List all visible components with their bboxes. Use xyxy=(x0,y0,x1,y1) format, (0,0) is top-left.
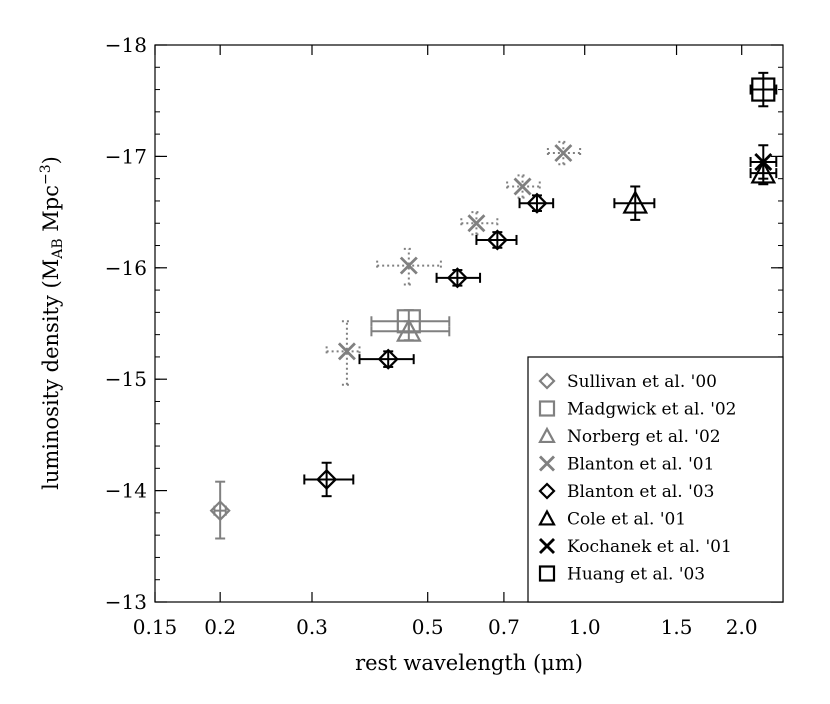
marker-x-b xyxy=(467,214,486,233)
data-point xyxy=(209,480,231,540)
x-tick-label: 0.2 xyxy=(204,615,236,639)
marker-x-b xyxy=(513,177,532,196)
y-tick-label: −14 xyxy=(105,479,147,503)
plot-frame xyxy=(154,44,784,603)
ticks: 0.15 0.2 0.3 0.5 0.7 1.0 1.5 2.0 −13 −14 −15 −16 −17… xyxy=(105,33,783,639)
marker-diamond xyxy=(377,348,399,370)
y-tick-label: −16 xyxy=(105,256,147,280)
marks xyxy=(209,71,778,540)
x-tick-label: 0.3 xyxy=(296,615,328,639)
data-point xyxy=(325,320,361,386)
data-point xyxy=(475,229,518,251)
data-point xyxy=(303,461,355,498)
marker-diamond xyxy=(316,468,338,491)
legend-item: Madgwick et al. '02 xyxy=(538,400,737,420)
y-tick-label: −18 xyxy=(105,33,147,57)
marker-triangle xyxy=(395,317,422,342)
series-2 xyxy=(370,317,451,342)
marker-diamond xyxy=(526,192,548,214)
legend-label: Sullivan et al. '00 xyxy=(567,372,717,392)
legend-item: Blanton et al. '01 xyxy=(539,455,714,475)
legend-label: Madgwick et al. '02 xyxy=(567,400,737,420)
legend-item: Kochanek et al. '01 xyxy=(539,537,732,557)
marker-diamond xyxy=(538,372,556,390)
legend-item: Huang et al. '03 xyxy=(538,565,705,585)
legend-label: Huang et al. '03 xyxy=(567,565,705,585)
legend-label: Blanton et al. '01 xyxy=(567,455,714,475)
legend-label: Blanton et al. '03 xyxy=(567,482,714,502)
marker-square xyxy=(538,565,556,582)
data-point xyxy=(370,317,451,342)
legend-label: Norberg et al. '02 xyxy=(567,427,721,447)
x-tick-label: 0.5 xyxy=(412,615,444,639)
marker-diamond xyxy=(538,482,556,500)
data-point xyxy=(546,140,582,166)
marker-triangle xyxy=(622,189,649,214)
x-tick-label: 2.0 xyxy=(726,615,758,639)
series-3 xyxy=(325,140,582,386)
legend-box xyxy=(527,356,784,603)
data-point xyxy=(460,211,499,236)
legend-item: Norberg et al. '02 xyxy=(538,426,721,447)
data-point xyxy=(376,247,442,286)
marker-square xyxy=(538,400,556,417)
y-tick-label: −17 xyxy=(105,144,147,168)
y-tick-label: −13 xyxy=(105,590,147,614)
data-point xyxy=(506,174,541,199)
legend-item: Blanton et al. '03 xyxy=(538,482,714,502)
series-7 xyxy=(749,71,778,108)
data-point xyxy=(749,144,778,180)
data-point xyxy=(435,267,482,289)
marker-triangle xyxy=(538,509,556,526)
series-0 xyxy=(209,480,231,540)
marker-diamond xyxy=(209,500,231,522)
marker-x-b xyxy=(337,342,356,361)
marker-x-b xyxy=(754,152,773,171)
data-point xyxy=(749,71,778,108)
series-4 xyxy=(303,192,555,498)
legend-item: Cole et al. '01 xyxy=(538,509,686,530)
y-tick-label: −15 xyxy=(105,367,147,391)
marker-triangle xyxy=(750,159,777,184)
marker-x-b xyxy=(539,538,555,554)
legend-item: Sullivan et al. '00 xyxy=(538,372,717,392)
data-point xyxy=(358,348,415,370)
marker-x-b xyxy=(539,455,555,472)
legend-label: Kochanek et al. '01 xyxy=(567,537,732,557)
marker-diamond xyxy=(446,267,468,289)
x-tick-label: 1.5 xyxy=(661,615,693,639)
marker-diamond xyxy=(486,229,508,251)
legend-label: Cole et al. '01 xyxy=(567,510,686,530)
data-point xyxy=(613,185,656,221)
series-5 xyxy=(613,159,778,221)
marker-triangle xyxy=(538,426,556,444)
x-tick-label: 0.15 xyxy=(133,615,178,639)
data-point xyxy=(518,192,555,214)
marker-square xyxy=(751,77,776,102)
x-tick-label: 1.0 xyxy=(569,615,601,639)
series-6 xyxy=(749,144,778,180)
x-tick-label: 0.7 xyxy=(488,615,520,639)
x-axis-label: rest wavelength (μm) xyxy=(355,651,583,675)
marker-x-b xyxy=(399,256,418,275)
y-axis-label: luminosity density (MAB Mpc−3) xyxy=(38,156,66,490)
marker-x-b xyxy=(554,144,573,163)
